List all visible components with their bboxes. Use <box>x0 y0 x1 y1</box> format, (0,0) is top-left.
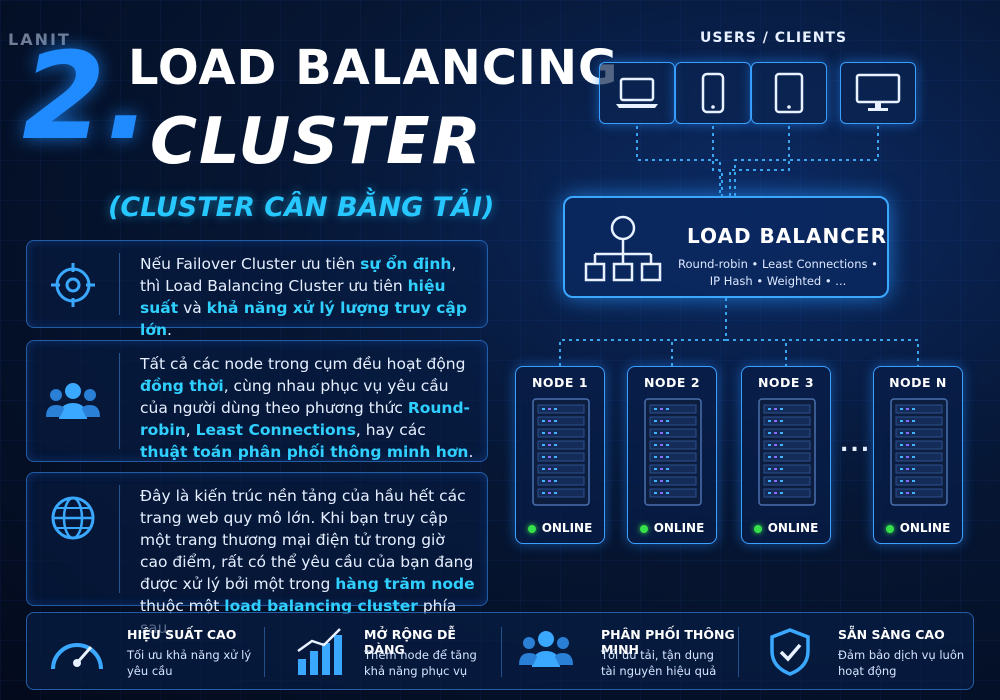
users-clients-label: USERS / CLIENTS <box>700 30 848 46</box>
feature-desc: Đảm bảo dịch vụ luôn hoạt động <box>838 648 965 678</box>
section-number: 2. <box>22 28 152 167</box>
panel-3-text: Đây là kiến trúc nền tảng của hầu hết cá… <box>140 485 477 639</box>
server-rack-icon <box>529 397 593 511</box>
body-text: Tất cả các node trong cụm đều hoạt động <box>140 355 466 373</box>
status-text: ONLINE <box>899 521 951 535</box>
users-icon <box>37 351 109 451</box>
server-rack-icon <box>887 397 951 511</box>
highlight-text: load balancing cluster <box>224 597 418 615</box>
body-text: thuộc một <box>140 597 225 615</box>
algorithms-line-1: Round-robin • Least Connections • <box>678 257 878 271</box>
feature-title: MỞ RỘNG DỄ DÀNG <box>364 627 456 657</box>
feature-easy-scaling: MỞ RỘNG DỄ DÀNG Thêm node để tăng khả nă… <box>264 613 501 691</box>
monitor-icon <box>840 62 916 124</box>
subtitle: (CLUSTER CÂN BẰNG TẢI) <box>108 192 495 223</box>
body-text: . <box>468 443 474 461</box>
highlight-text: Least Connections <box>195 421 356 439</box>
node-card-3: NODE 3 ONLINE <box>741 366 831 544</box>
info-panel-1: Nếu Failover Cluster ưu tiên sự ổn định,… <box>26 240 488 339</box>
feature-desc: Tối ưu tải, tận dụng tài nguyên hiệu quả <box>601 648 717 678</box>
laptop-icon <box>599 62 675 124</box>
body-text: , cùng nhau phục vụ yêu cầu của người dù… <box>140 377 449 417</box>
feature-title: HIỆU SUẤT CAO <box>127 627 237 642</box>
load-balancer-algorithms: Round-robin • Least Connections • IP Has… <box>673 256 883 290</box>
status-dot-icon <box>753 524 762 533</box>
growth-chart-icon <box>294 627 346 681</box>
highlight-text: hàng trăm node <box>335 575 475 593</box>
target-icon <box>37 251 109 319</box>
feature-title: PHÂN PHỐI THÔNG MINH <box>601 627 735 657</box>
tablet-icon <box>751 62 827 124</box>
node-status: ONLINE <box>628 521 716 535</box>
speedometer-icon <box>47 627 107 681</box>
node-card-2: NODE 2 ONLINE <box>627 366 717 544</box>
status-text: ONLINE <box>541 521 593 535</box>
highlight-text: thuật toán phân phối thông minh hơn <box>140 443 469 461</box>
feature-high-availability: SẴN SÀNG CAO Đảm bảo dịch vụ luôn hoạt đ… <box>738 613 975 691</box>
status-dot-icon <box>885 524 894 533</box>
panel-1-text: Nếu Failover Cluster ưu tiên sự ổn định,… <box>140 253 477 341</box>
server-rack-icon <box>641 397 705 511</box>
feature-smart-distribution: PHÂN PHỐI THÔNG MINH Tối ưu tải, tận dụn… <box>501 613 738 691</box>
highlight-text: khả năng xử lý lượng truy cập lớn <box>140 299 467 339</box>
body-text: , hay các <box>355 421 426 439</box>
body-text: Nếu Failover Cluster ưu tiên <box>140 255 361 273</box>
body-text: . <box>167 321 172 339</box>
body-text: Đây là kiến trúc nền tảng của hầu hết cá… <box>140 487 474 593</box>
feature-desc: Thêm node để tăng khả năng phục vụ <box>364 648 477 678</box>
body-text: , thì Load Balancing Cluster ưu tiên <box>140 255 457 295</box>
panel-2-text: Tất cả các node trong cụm đều hoạt động … <box>140 353 477 463</box>
feature-desc: Tối ưu khả năng xử lý yêu cầu <box>127 648 252 678</box>
users-icon <box>519 627 573 675</box>
globe-icon <box>37 483 109 553</box>
body-text: , <box>185 421 196 439</box>
node-label: NODE 1 <box>531 375 589 390</box>
phone-icon <box>675 62 751 124</box>
status-dot-icon <box>639 524 648 533</box>
info-panel-2: Tất cả các node trong cụm đều hoạt động … <box>26 340 488 462</box>
title-line-2: CLUSTER <box>150 105 483 179</box>
algorithms-line-2: IP Hash • Weighted • ... <box>709 274 847 288</box>
title-line-1: LOAD BALANCING <box>128 40 619 96</box>
features-bar: HIỆU SUẤT CAO Tối ưu khả năng xử lý yêu … <box>26 612 974 690</box>
info-panel-3: Đây là kiến trúc nền tảng của hầu hết cá… <box>26 472 488 637</box>
highlight-text: đồng thời <box>140 377 224 395</box>
node-label: NODE 3 <box>757 375 815 390</box>
node-card-1: NODE 1 ONLINE <box>515 366 605 544</box>
node-label: NODE N <box>889 375 947 390</box>
network-tree-icon <box>584 215 662 282</box>
brand-logo: LANIT <box>8 30 71 49</box>
node-status: ONLINE <box>742 521 830 535</box>
body-text: và <box>178 299 207 317</box>
node-status: ONLINE <box>874 521 962 535</box>
shield-check-icon <box>768 627 812 681</box>
highlight-text: sự ổn định <box>360 255 452 273</box>
status-text: ONLINE <box>767 521 819 535</box>
more-nodes-ellipsis: ... <box>840 432 872 457</box>
node-label: NODE 2 <box>643 375 701 390</box>
node-status: ONLINE <box>516 521 604 535</box>
status-dot-icon <box>527 524 536 533</box>
highlight-text: Round-robin <box>140 399 470 439</box>
highlight-text: hiệu suất <box>140 277 446 317</box>
load-balancer-title: LOAD BALANCER <box>687 224 887 248</box>
node-card-n: NODE N ONLINE <box>873 366 963 544</box>
status-text: ONLINE <box>653 521 705 535</box>
load-balancer-box: LOAD BALANCER Round-robin • Least Connec… <box>563 196 889 298</box>
feature-title: SẴN SÀNG CAO <box>838 627 945 642</box>
server-rack-icon <box>755 397 819 511</box>
feature-high-performance: HIỆU SUẤT CAO Tối ưu khả năng xử lý yêu … <box>27 613 264 691</box>
